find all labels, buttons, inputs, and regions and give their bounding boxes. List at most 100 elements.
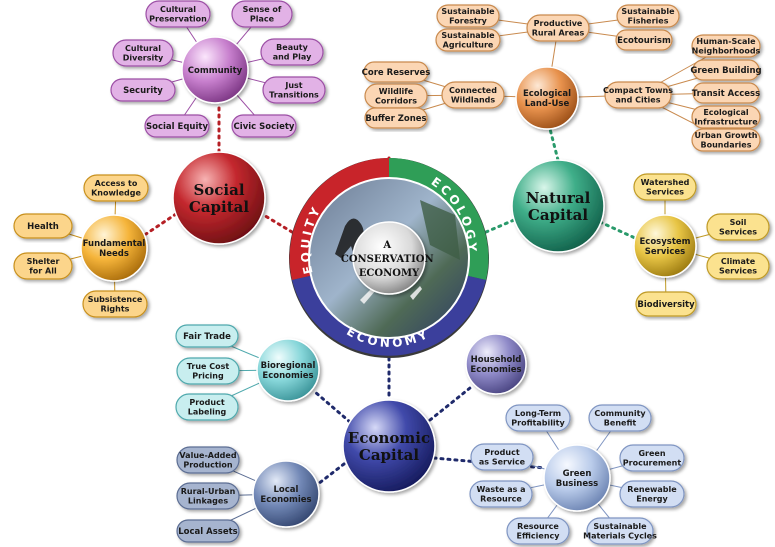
local-assets-label-line-1: Local Assets — [178, 527, 238, 537]
social-equity-pill[interactable]: Social Equity — [144, 114, 210, 138]
buffer-zones-label-line-1: Buffer Zones — [365, 114, 426, 124]
buffer-zones-pill[interactable]: Buffer Zones — [364, 107, 428, 129]
edge-economic-household — [428, 386, 472, 422]
core-reserves-pill[interactable]: Core Reserves — [362, 61, 431, 83]
connected-wildlands-label-line-1: Connected — [449, 86, 497, 95]
security-label-line-1: Security — [123, 86, 163, 96]
green-building-pill[interactable]: Green Building — [690, 59, 762, 81]
beauty-and-play-pill-shape — [260, 38, 324, 66]
fundamental-needs-sphere — [80, 214, 148, 282]
rural-urban-linkages-pill-shape — [176, 482, 240, 510]
subsistence-rights-label-line-1: Subsistence — [88, 295, 143, 304]
resource-efficiency-label-line-2: Efficiency — [517, 532, 561, 541]
biodiversity-pill[interactable]: Biodiversity — [635, 291, 697, 317]
civic-society-pill[interactable]: Civic Society — [231, 114, 297, 138]
watershed-services-pill-shape — [633, 173, 697, 201]
shelter-for-all-pill-shape — [13, 252, 73, 280]
health-pill[interactable]: Health — [13, 213, 73, 239]
product-as-service-pill-shape — [470, 443, 534, 471]
center-label-bubble — [352, 221, 426, 295]
access-to-knowledge-label-line-2: Knowledge — [91, 189, 141, 198]
renewable-energy-label-line-1: Renewable — [627, 485, 677, 494]
ecological-land-use-label-line-2: Land-Use — [525, 99, 570, 109]
fair-trade-pill-shape — [175, 324, 239, 348]
security-pill-shape — [110, 78, 176, 102]
edge-economic-bioregional — [313, 390, 352, 424]
sustainable-materials-cycles-label-line-2: Materials Cycles — [583, 532, 657, 541]
social-label-line-1: Social — [193, 181, 244, 199]
climate-services-label-line-2: Services — [719, 267, 757, 276]
product-labeling-label-line-1: Product — [189, 398, 224, 407]
human-scale-label-line-1: Human-Scale — [696, 37, 756, 46]
transit-access-pill[interactable]: Transit Access — [692, 82, 760, 104]
resource-efficiency-pill-shape — [506, 517, 570, 545]
sense-of-place-label-line-2: Place — [250, 15, 275, 24]
economic-sphere — [342, 399, 436, 493]
ecosystem-services-label-line-1: Ecosystem — [639, 237, 690, 247]
green-building-label-line-1: Green Building — [690, 66, 761, 76]
long-term-profitability-pill-shape — [505, 404, 571, 432]
just-transitions-label-line-2: Transitions — [269, 91, 319, 100]
long-term-profitability-label-line-2: Profitability — [511, 419, 565, 428]
sustainable-fisheries-pill-shape — [616, 4, 680, 28]
community-node[interactable]: Community — [181, 36, 249, 104]
local-assets-pill[interactable]: Local Assets — [176, 519, 240, 543]
security-pill[interactable]: Security — [110, 78, 176, 102]
local-economies-label-line-1: Local — [274, 485, 299, 495]
sustainable-agriculture-pill-shape — [435, 28, 501, 52]
ecotourism-pill[interactable]: Ecotourism — [615, 29, 673, 51]
fair-trade-pill[interactable]: Fair Trade — [175, 324, 239, 348]
